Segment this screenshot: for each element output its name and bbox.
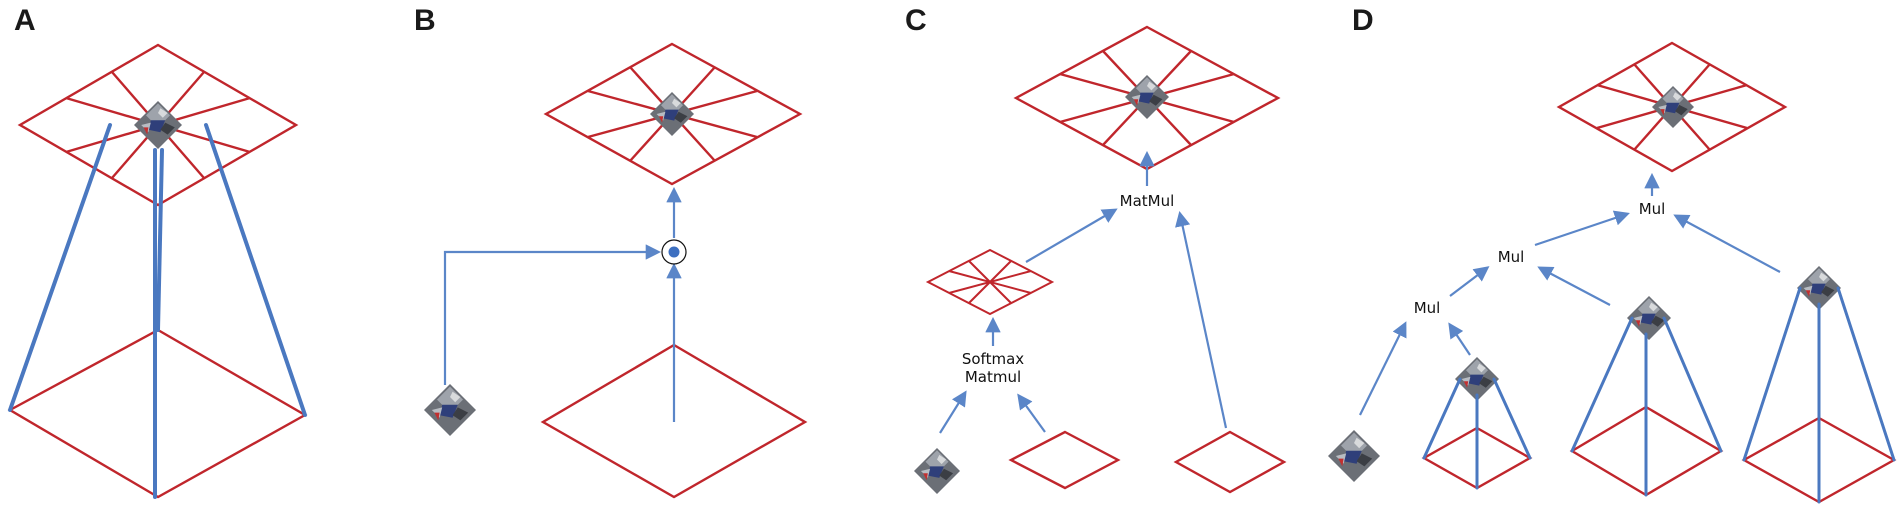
- panel-a-input-diamond: [7, 328, 308, 499]
- panel-b-arrow-thumbnail-to-product: [443, 244, 662, 385]
- panel-letter-c: C: [905, 4, 927, 37]
- panel-c-attention-grid: [925, 248, 1055, 316]
- panel-c-arrow-key-to-softmax: [1017, 393, 1046, 433]
- panel-c-softmax-matmul-label: Matmul: [965, 368, 1021, 386]
- panel-d-pyramid-medium: [1569, 296, 1724, 497]
- panel-c-matmul-label: MatMul: [1120, 192, 1175, 210]
- panel-c: MatMul Softmax Matmul: [914, 25, 1287, 494]
- panel-b: [424, 42, 808, 499]
- panel-letter-b: B: [414, 4, 436, 37]
- panel-letter-a: A: [14, 4, 36, 37]
- panel-a-connector-left: [8, 123, 112, 412]
- panel-a-connector-center-right: [156, 148, 164, 332]
- panel-d-mul-mid-label: Mul: [1498, 248, 1525, 266]
- panel-d-pyramid-small: [1421, 357, 1533, 490]
- panel-d-input-thumbnail-icon: [1328, 430, 1380, 482]
- panel-d-arrow-mul-mid-to-top: [1534, 210, 1630, 247]
- panel-b-input-diamond: [540, 343, 808, 499]
- panel-d-mul-top-label: Mul: [1639, 200, 1666, 218]
- panel-c-input-thumbnail-icon: [914, 448, 960, 494]
- panel-c-key-diamond: [1008, 430, 1121, 490]
- panel-a: [7, 43, 308, 499]
- panel-d-mul-low-label: Mul: [1414, 299, 1441, 317]
- panel-a-center-thumbnail-icon: [134, 101, 182, 149]
- panel-c-value-diamond: [1173, 430, 1287, 494]
- panel-d-arrow-pyramid-small-to-mul-low: [1448, 322, 1471, 356]
- panel-d-arrow-input-to-mul-low: [1359, 321, 1407, 416]
- panel-a-connector-right: [204, 123, 307, 417]
- panel-d: Mul Mul Mul: [1328, 41, 1897, 504]
- panel-c-arrow-thumbnail-to-softmax: [939, 390, 967, 434]
- panel-d-arrow-pyramid-large-to-mul-top: [1673, 214, 1781, 273]
- panel-c-arrow-value-to-matmul: [1175, 210, 1228, 429]
- panel-b-input-thumbnail-icon: [424, 384, 476, 436]
- panel-d-arrow-pyramid-medium-to-mul-mid: [1537, 266, 1611, 306]
- panel-d-pyramid-large: [1741, 266, 1897, 504]
- panel-d-arrow-mul-low-to-mid: [1449, 266, 1490, 297]
- panel-letter-d: D: [1352, 4, 1374, 37]
- panel-c-arrow-attention-to-matmul: [1025, 208, 1118, 263]
- panel-c-softmax-label: Softmax: [962, 350, 1024, 368]
